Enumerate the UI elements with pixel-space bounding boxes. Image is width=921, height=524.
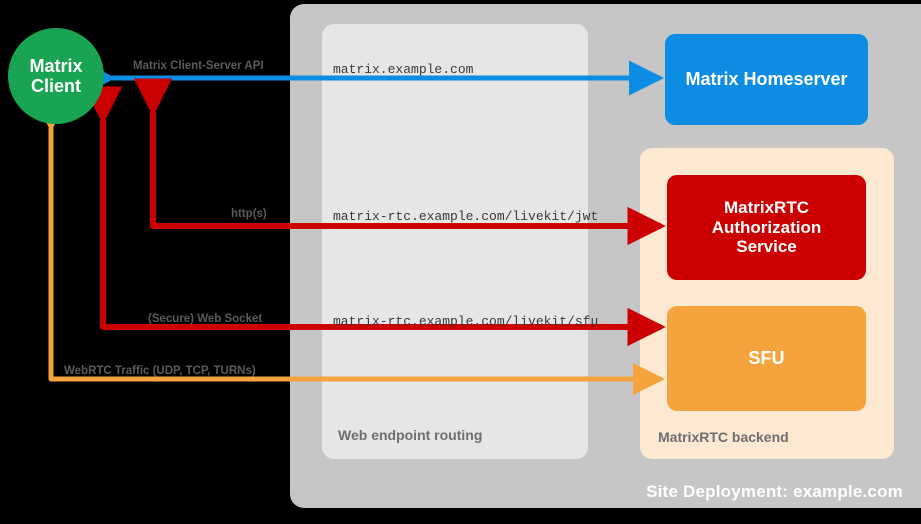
site-deployment-label: Site Deployment: example.com (646, 482, 903, 501)
node-matrix-client[interactable]: Matrix Client (8, 28, 104, 124)
web-endpoint-routing-panel: Web endpoint routing (322, 24, 588, 459)
label-client-server-api: Matrix Client-Server API (133, 60, 264, 72)
web-endpoint-routing-label: Web endpoint routing (338, 427, 483, 443)
node-sfu[interactable]: SFU (667, 306, 866, 411)
matrix-client-line1: Matrix (29, 55, 83, 76)
label-web-socket: (Secure) Web Socket (148, 313, 263, 325)
endpoint-livekit-sfu: matrix-rtc.example.com/livekit/sfu (333, 314, 599, 329)
matrix-homeserver-label: Matrix Homeserver (685, 69, 848, 90)
auth-service-line1: MatrixRTC (723, 198, 809, 218)
matrixrtc-backend-label: MatrixRTC backend (658, 429, 789, 445)
sfu-label: SFU (748, 348, 785, 369)
endpoint-matrix-example-com: matrix.example.com (333, 62, 474, 77)
node-matrix-homeserver[interactable]: Matrix Homeserver (665, 34, 868, 125)
label-webrtc-traffic: WebRTC Traffic (UDP, TCP, TURNs) (64, 365, 256, 377)
label-https: http(s) (231, 208, 267, 220)
matrix-client-line2: Client (30, 76, 81, 96)
endpoint-livekit-jwt: matrix-rtc.example.com/livekit/jwt (333, 209, 599, 224)
auth-service-line3: Service (736, 237, 797, 257)
node-matrixrtc-authorization-service[interactable]: MatrixRTC Authorization Service (667, 175, 866, 280)
auth-service-line2: Authorization (711, 217, 822, 237)
